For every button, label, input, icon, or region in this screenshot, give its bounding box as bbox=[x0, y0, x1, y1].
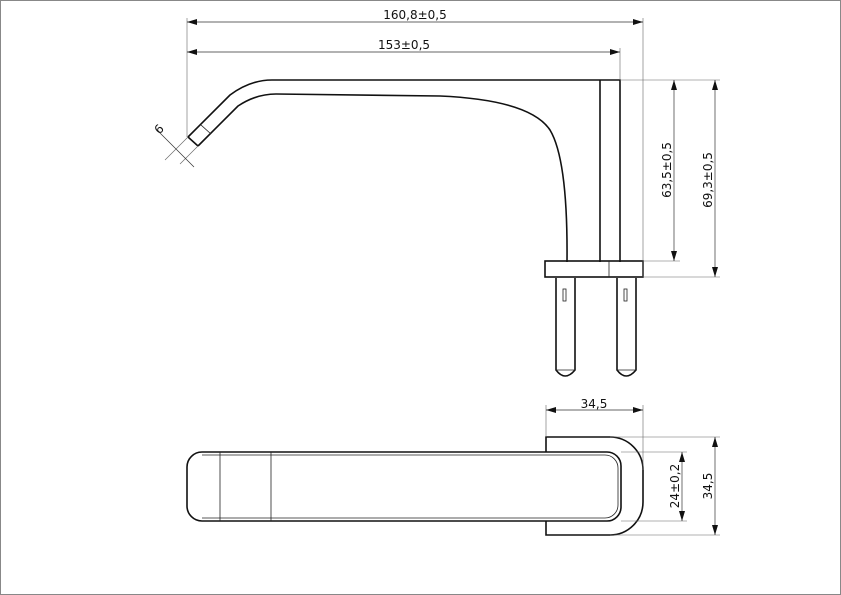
side-view-dimensions: 160,8±0,5 153±0,5 63,5±0,5 69,3±0,5 6 bbox=[152, 8, 720, 278]
top-view-dimensions: 34,5 24±0,2 34,5 bbox=[545, 397, 720, 536]
top-view-handle bbox=[186, 436, 644, 536]
dim-overall-length: 160,8±0,5 bbox=[383, 8, 447, 22]
side-view-handle bbox=[187, 79, 644, 377]
dim-tip-width: 6 bbox=[152, 122, 167, 137]
dim-length-to-rose: 153±0,5 bbox=[378, 38, 430, 52]
dim-rose-height: 34,5 bbox=[701, 473, 715, 500]
dim-grip-width: 24±0,2 bbox=[668, 464, 682, 508]
dim-overall-height: 69,3±0,5 bbox=[701, 152, 715, 208]
dim-height-to-plate: 63,5±0,5 bbox=[660, 142, 674, 198]
dim-rose-width: 34,5 bbox=[581, 397, 608, 411]
